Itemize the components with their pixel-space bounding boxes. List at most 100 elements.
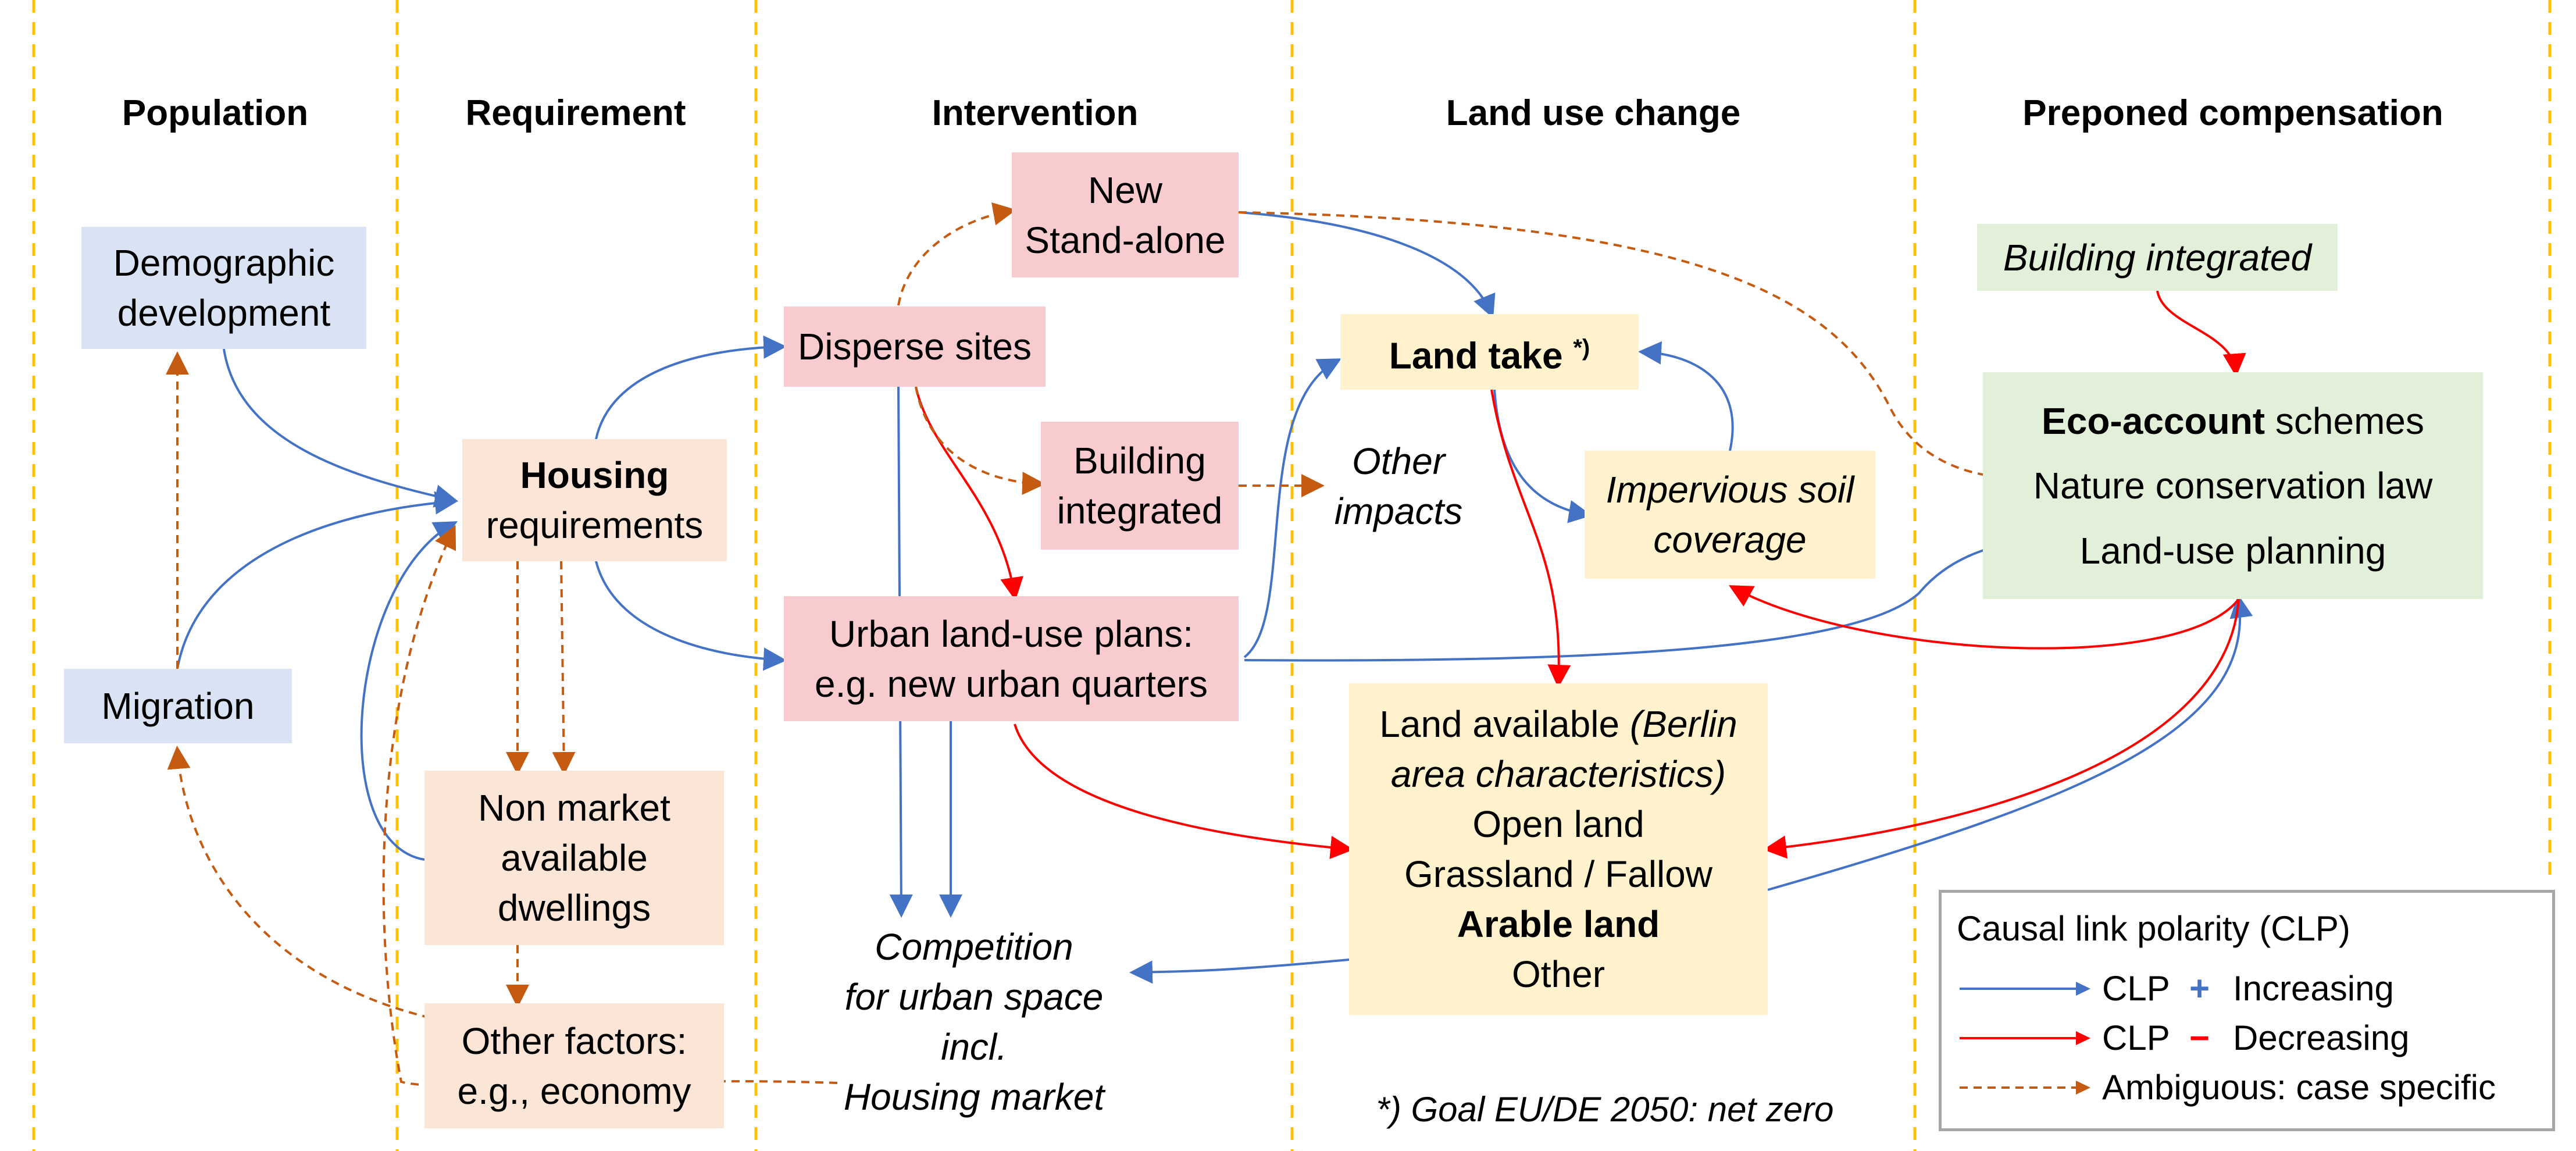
legend-increasing-text: Increasing xyxy=(2233,969,2394,1008)
land-available-italic-1: (Berlin xyxy=(1629,703,1737,745)
legend-title: Causal link polarity (CLP) xyxy=(1957,909,2350,948)
link-impervious-landtake xyxy=(1638,341,1734,451)
legend-ambiguous-text: Ambiguous: case specific xyxy=(2102,1068,2496,1107)
node-text-line: Land take *) xyxy=(1389,323,1590,380)
node-text-line: Land available (Berlin xyxy=(1379,699,1737,749)
link-disperse-standalone xyxy=(897,202,1016,306)
link-demographic-housing xyxy=(223,348,458,508)
node-text-line: e.g., economy xyxy=(457,1070,691,1112)
node-text-line: Grassland / Fallow xyxy=(1404,853,1712,895)
node-text-line: coverage xyxy=(1653,519,1807,561)
eco-account-node: Eco-account schemes Nature conservation … xyxy=(1983,372,2483,599)
demographic-development-node: Demographic development xyxy=(81,227,366,349)
legend-increasing-label: CLP xyxy=(2102,969,2170,1008)
link-urban-landtake xyxy=(1243,358,1342,658)
node-text-line: Other xyxy=(1351,440,1446,482)
building-integrated-intervention-node: Building integrated xyxy=(1041,422,1239,550)
node-text-line: Open land xyxy=(1472,803,1644,845)
node-text-line: Housing xyxy=(520,454,669,496)
node-text-line: Urban land-use plans: xyxy=(829,612,1194,655)
node-text-line: Arable land xyxy=(1457,903,1660,945)
link-disperse-urban xyxy=(915,386,1023,601)
node-text-line: Building integrated xyxy=(2003,236,2312,279)
link-landavailable-competition xyxy=(1129,958,1350,984)
node-text-line: incl. xyxy=(941,1026,1007,1068)
land-available-label: Land available xyxy=(1379,703,1630,745)
eco-account-suffix: schemes xyxy=(2265,400,2424,442)
other-impacts-text: Other impacts xyxy=(1314,436,1483,536)
link-landuseplanning-impervious xyxy=(1728,585,2240,650)
migration-node: Migration xyxy=(64,669,292,743)
node-text-line: Disperse sites xyxy=(798,326,1032,368)
node-text-line: Impervious soil xyxy=(1605,469,1854,511)
link-disperse-buildingintegrated xyxy=(915,386,1046,496)
node-text-line: impacts xyxy=(1334,490,1463,532)
column-header-population: Population xyxy=(122,93,309,133)
column-header-land-use-change: Land use change xyxy=(1446,93,1741,133)
legend-decreasing-label: CLP xyxy=(2102,1018,2170,1057)
land-available-node: Land available (Berlin area characterist… xyxy=(1349,683,1768,1015)
node-text-line: Non market xyxy=(478,787,670,829)
node-text-line: Building xyxy=(1073,440,1206,482)
node-text-line: Other factors: xyxy=(461,1020,687,1062)
link-housing-urban xyxy=(595,561,787,671)
building-integrated-compensation-node: Building integrated xyxy=(1977,224,2338,291)
column-header-intervention: Intervention xyxy=(932,93,1139,133)
decreasing-links xyxy=(915,290,2246,860)
legend-increasing-symbol: + xyxy=(2189,969,2210,1008)
new-standalone-node: New Stand-alone xyxy=(1012,152,1239,277)
legend: Causal link polarity (CLP) CLP + Increas… xyxy=(1939,890,2555,1131)
node-text-line: area characteristics) xyxy=(1390,753,1726,795)
legend-decreasing-text: Decreasing xyxy=(2233,1018,2410,1057)
node-text-line: available xyxy=(501,837,648,879)
node-text-line: Eco-account schemes xyxy=(2042,396,2424,446)
node-text-line: New xyxy=(1087,169,1163,211)
land-take-footnote-marker: *) xyxy=(1573,335,1590,361)
link-urban-landavailable xyxy=(1014,724,1354,860)
column-header-preponed-compensation: Preponed compensation xyxy=(2022,93,2443,133)
disperse-sites-node: Disperse sites xyxy=(784,307,1046,387)
land-take-node: Land take *) xyxy=(1340,314,1639,390)
link-nonmarket-housing xyxy=(360,521,458,861)
column-dividers xyxy=(32,0,2552,1151)
link-standalone-landtake xyxy=(1238,211,1496,319)
node-text-line: Nature conservation law xyxy=(2033,465,2433,507)
competition-text: Competition for urban space incl. Housin… xyxy=(814,922,1134,1122)
legend-decreasing-arrow xyxy=(1960,1031,2090,1045)
housing-requirements-node: Housing requirements xyxy=(462,439,727,561)
node-text-line: development xyxy=(117,292,331,334)
node-text-line: requirements xyxy=(486,504,704,546)
link-migration-housing xyxy=(176,491,458,669)
link-arable-landuseplanning xyxy=(1767,594,2253,891)
land-take-label: Land take xyxy=(1389,334,1563,377)
other-factors-node: Other factors: e.g., economy xyxy=(424,1003,724,1128)
node-text-line: Land-use planning xyxy=(2079,529,2386,572)
link-landuseplanning-landavailable xyxy=(1763,598,2240,859)
link-landtake-landavailable xyxy=(1490,389,1571,688)
legend-increasing-arrow xyxy=(1960,982,2090,996)
link-standalone-natureconservation xyxy=(1238,211,2020,489)
node-text-line: Stand-alone xyxy=(1025,219,1226,261)
impervious-soil-coverage-node: Impervious soil coverage xyxy=(1585,451,1875,579)
node-text-line: dwellings xyxy=(497,887,651,929)
link-housing-nonmarket xyxy=(552,561,576,775)
node-text-line: Housing market xyxy=(843,1076,1105,1118)
link-buildingintegrated-ecoaccount xyxy=(2156,290,2246,377)
node-text-line: e.g. new urban quarters xyxy=(815,662,1208,705)
node-text-line: Competition xyxy=(875,926,1073,968)
column-header-requirement: Requirement xyxy=(465,93,686,133)
legend-decreasing-symbol: − xyxy=(2189,1018,2210,1057)
node-text-line: Demographic xyxy=(113,242,335,284)
node-text-line: integrated xyxy=(1057,490,1223,532)
goal-footnote: *) Goal EU/DE 2050: net zero xyxy=(1376,1090,1834,1129)
node-text-line: Other xyxy=(1511,953,1605,995)
link-urban-landuseplanning xyxy=(1244,534,2017,662)
urban-land-use-plans-node: Urban land-use plans: e.g. new urban qua… xyxy=(784,596,1239,721)
node-text-line: Migration xyxy=(101,685,255,727)
node-text-line: for urban space xyxy=(844,976,1104,1018)
non-market-dwellings-node: Non market available dwellings xyxy=(424,771,724,945)
legend-ambiguous-arrow xyxy=(1960,1081,2090,1095)
eco-account-label: Eco-account xyxy=(2042,400,2265,442)
link-landtake-impervious xyxy=(1493,389,1592,523)
increasing-links xyxy=(176,211,2253,984)
